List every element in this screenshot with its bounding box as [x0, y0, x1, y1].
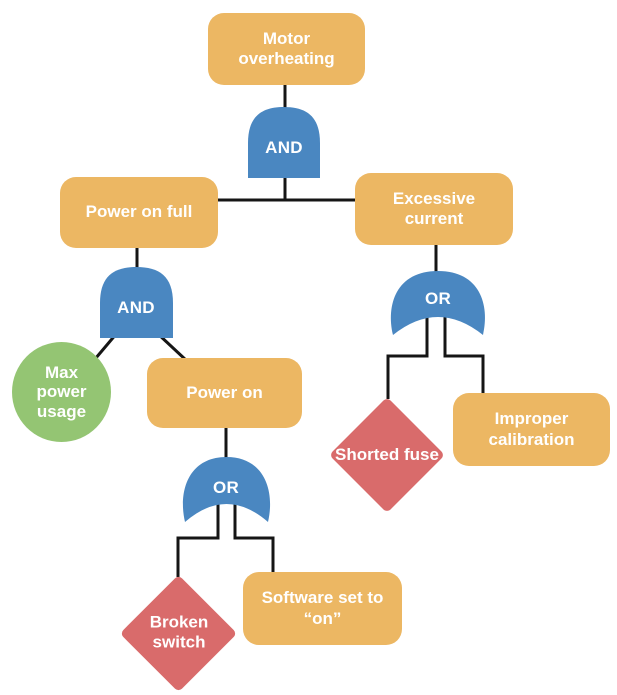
node-power-on-full: Power on full — [60, 177, 218, 248]
node-shorted-fuse-label: Shorted fuse — [335, 444, 439, 464]
and-gate-top-label: AND — [265, 138, 303, 157]
or-gate-right-shape — [390, 271, 486, 335]
and-gate-left-shape — [100, 267, 173, 338]
connector-or-to-improper — [443, 292, 485, 395]
and-gate-left-label: AND — [117, 298, 155, 317]
node-excessive-current: Excessive current — [355, 173, 513, 245]
or-gate-lower-label: OR — [212, 478, 240, 497]
connector-or-to-shortedfuse — [386, 292, 429, 399]
or-gate-lower-shape — [182, 457, 271, 522]
node-software-set-on: Software set to “on” — [243, 572, 402, 645]
node-max-power-usage: Max power usage — [12, 342, 111, 442]
or-gate-right-label: OR — [424, 289, 452, 308]
and-gate-top-shape — [248, 107, 320, 178]
connector-or-to-software — [233, 478, 275, 574]
node-power-on: Power on — [147, 358, 302, 428]
node-improper-calibration: Improper calibration — [453, 393, 610, 466]
node-broken-switch-label: Broken switch — [149, 612, 209, 652]
connector-or-to-brokenswitch — [176, 478, 220, 577]
node-motor-overheating: Motor overheating — [208, 13, 365, 85]
